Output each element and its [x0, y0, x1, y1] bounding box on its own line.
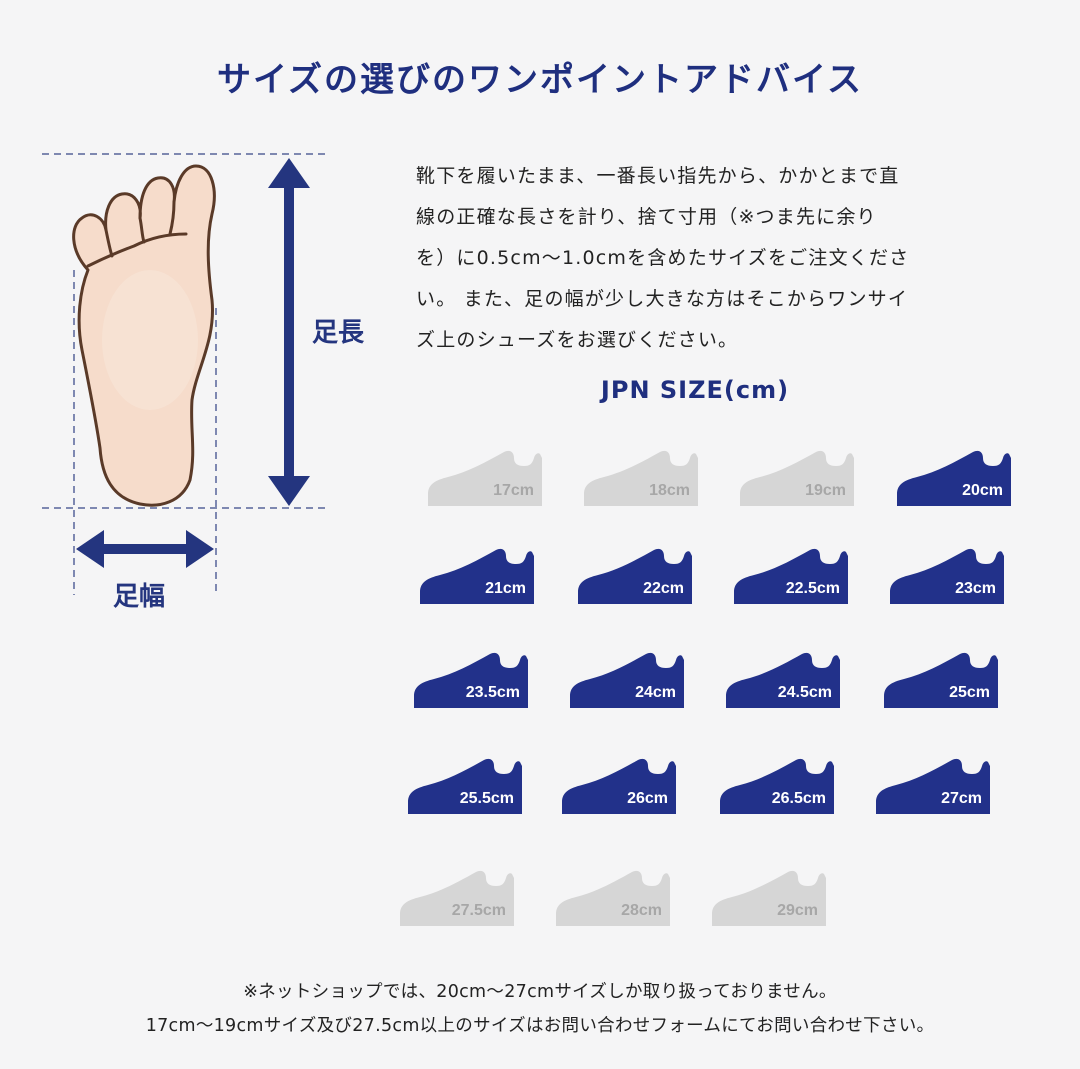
shoe-icon: [556, 870, 670, 926]
shoe-icon: [428, 450, 542, 506]
shoe-icon: [570, 652, 684, 708]
size-option-24-5cm[interactable]: 24.5cm: [722, 652, 840, 710]
size-label: 26.5cm: [771, 790, 826, 807]
shoe-icon: [578, 548, 692, 604]
size-label: 20cm: [962, 482, 1003, 499]
size-label: 18cm: [649, 482, 690, 499]
size-option-26-5cm[interactable]: 26.5cm: [716, 758, 834, 816]
shoe-icon: [414, 652, 528, 708]
footnote-line-2: 17cm～19cmサイズ及び27.5cm以上のサイズはお問い合わせフォームにてお…: [145, 1016, 935, 1036]
size-option-17cm: 17cm: [424, 450, 542, 508]
shoe-icon: [562, 758, 676, 814]
shoe-icon: [876, 758, 990, 814]
shoe-icon: [897, 450, 1011, 506]
size-option-22cm[interactable]: 22cm: [574, 548, 692, 606]
size-option-25-5cm[interactable]: 25.5cm: [404, 758, 522, 816]
shoe-icon: [884, 652, 998, 708]
shoe-icon: [890, 548, 1004, 604]
shoe-icon: [740, 450, 854, 506]
shoe-icon: [408, 758, 522, 814]
size-label: 29cm: [777, 902, 818, 919]
foot-length-label: 足長: [312, 318, 365, 348]
size-option-22-5cm[interactable]: 22.5cm: [730, 548, 848, 606]
size-label: 24.5cm: [777, 684, 832, 701]
size-label: 23.5cm: [465, 684, 520, 701]
size-label: 27cm: [941, 790, 982, 807]
shoe-icon: [584, 450, 698, 506]
size-option-27cm[interactable]: 27cm: [872, 758, 990, 816]
size-option-28cm: 28cm: [552, 870, 670, 928]
foot-illustration-icon: [42, 153, 330, 595]
size-label: 25.5cm: [459, 790, 514, 807]
size-label: 25cm: [949, 684, 990, 701]
size-option-27-5cm: 27.5cm: [396, 870, 514, 928]
size-option-19cm: 19cm: [736, 450, 854, 508]
size-label: 22cm: [643, 580, 684, 597]
foot-width-label: 足幅: [113, 582, 166, 612]
shoe-icon: [420, 548, 534, 604]
advice-line: ズ上のシューズをお選びください。: [416, 329, 739, 351]
foot-measurement-diagram: 足長 足幅: [0, 130, 400, 620]
advice-line: い。 また、足の幅が少し大きな方はそこからワンサイ: [416, 288, 909, 310]
size-advice-text: 靴下を履いたまま、一番長い指先から、かかとまで直 線の正確な長さを計り、捨て寸用…: [416, 156, 1016, 361]
footnote-line-1: ※ネットショップでは、20cm～27cmサイズしか取り扱っておりません。: [243, 982, 837, 1002]
size-label: 22.5cm: [785, 580, 840, 597]
size-chart-heading: JPN SIZE(cm): [600, 376, 790, 404]
size-option-25cm[interactable]: 25cm: [880, 652, 998, 710]
size-label: 19cm: [805, 482, 846, 499]
advice-line: を）に0.5cm～1.0cmを含めたサイズをご注文くださ: [416, 247, 910, 269]
size-option-20cm[interactable]: 20cm: [893, 450, 1011, 508]
size-label: 21cm: [485, 580, 526, 597]
size-option-21cm[interactable]: 21cm: [416, 548, 534, 606]
size-label: 28cm: [621, 902, 662, 919]
advice-line: 線の正確な長さを計り、捨て寸用（※つま先に余り: [416, 206, 877, 228]
advice-line: 靴下を履いたまま、一番長い指先から、かかとまで直: [416, 165, 900, 187]
shoe-icon: [400, 870, 514, 926]
size-option-23-5cm[interactable]: 23.5cm: [410, 652, 528, 710]
size-label: 23cm: [955, 580, 996, 597]
size-option-24cm[interactable]: 24cm: [566, 652, 684, 710]
size-label: 24cm: [635, 684, 676, 701]
shoe-icon: [734, 548, 848, 604]
size-option-26cm[interactable]: 26cm: [558, 758, 676, 816]
size-label: 17cm: [493, 482, 534, 499]
size-option-29cm: 29cm: [708, 870, 826, 928]
size-option-18cm: 18cm: [580, 450, 698, 508]
shoe-icon: [726, 652, 840, 708]
size-label: 27.5cm: [451, 902, 506, 919]
shoe-icon: [712, 870, 826, 926]
shoe-icon: [720, 758, 834, 814]
page-title: サイズの選びのワンポイントアドバイス: [217, 60, 863, 100]
size-label: 26cm: [627, 790, 668, 807]
size-option-23cm[interactable]: 23cm: [886, 548, 1004, 606]
